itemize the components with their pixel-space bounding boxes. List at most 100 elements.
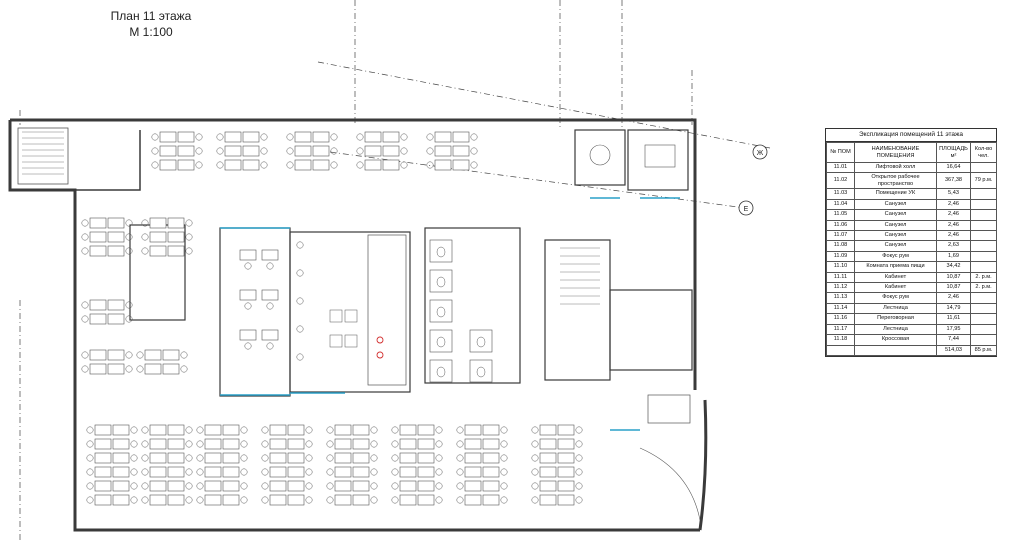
room-people [970,250,997,263]
desk [464,452,482,464]
fire-equipment [376,351,384,359]
wc-cubicle [429,359,453,383]
desk [557,424,575,436]
desk [482,452,500,464]
chair [356,161,364,169]
chair [296,241,304,249]
axis-marker-circle-e [738,200,754,216]
desk [464,494,482,506]
chair [286,133,294,141]
toilet [436,246,446,258]
desk [334,480,352,492]
room-name: Комната приема пищи [854,261,937,273]
room-people [970,261,997,273]
desk [204,452,222,464]
furniture [81,131,701,521]
room-people [970,334,997,346]
chair [330,161,338,169]
chair [456,468,464,476]
desk [89,363,107,375]
desk [204,424,222,436]
wc-cubicle [429,329,453,353]
chair [305,496,313,504]
room-number: 11.06 [826,219,855,232]
chair [391,496,399,504]
room-people [970,292,997,304]
wc-cubicle [469,359,493,383]
room-name: Фокус рум [854,292,937,304]
chair [470,147,478,155]
chair [86,496,94,504]
chair [130,426,138,434]
desk [539,480,557,492]
chair [326,454,334,462]
desk [334,494,352,506]
desk [352,438,370,450]
room-number: 11.14 [826,302,855,315]
chair [426,147,434,155]
room-people [970,219,997,232]
toilet [476,366,486,378]
desk [222,452,240,464]
desk [94,452,112,464]
desk [261,289,279,301]
chair [185,454,193,462]
desk [482,480,500,492]
chair [400,161,408,169]
chair [356,147,364,155]
chair [435,482,443,490]
chair [196,440,204,448]
room-area: 11,61 [936,313,971,325]
desk [294,131,312,143]
desk [287,452,305,464]
desk [149,217,167,229]
desk [294,159,312,171]
outer-wall [10,118,697,390]
desk [434,131,452,143]
desk [167,466,185,478]
desk [149,245,167,257]
chair [86,440,94,448]
desk [222,466,240,478]
desk [162,363,180,375]
chair [261,426,269,434]
chair [531,496,539,504]
fire-equipment [376,336,384,344]
desk [364,159,382,171]
chair [216,133,224,141]
chair [260,133,268,141]
header-people-count: Кол-во чел. [970,142,997,163]
dining-table [329,334,343,348]
room-number: 11.04 [826,198,855,211]
desk [399,494,417,506]
desk [94,438,112,450]
plan-title: План 11 этажа [110,9,192,23]
kitchen-room [289,231,411,393]
desk [287,424,305,436]
desk [162,349,180,361]
chair [426,161,434,169]
room-people [970,230,997,242]
chair [370,440,378,448]
chair [435,426,443,434]
desk [112,452,130,464]
wc-cubicle [429,269,453,293]
chair [326,496,334,504]
room-name: Санузел [854,209,937,221]
desk [269,452,287,464]
room-name: Кабинет [854,271,937,284]
desk [159,145,177,157]
desk [382,159,400,171]
dining-table [329,309,343,323]
chair [575,468,583,476]
chair [136,351,144,359]
desk [94,466,112,478]
chair [216,161,224,169]
room-number: 11.09 [826,250,855,263]
dining-table [344,309,358,323]
desk [224,131,242,143]
desk [149,231,167,243]
